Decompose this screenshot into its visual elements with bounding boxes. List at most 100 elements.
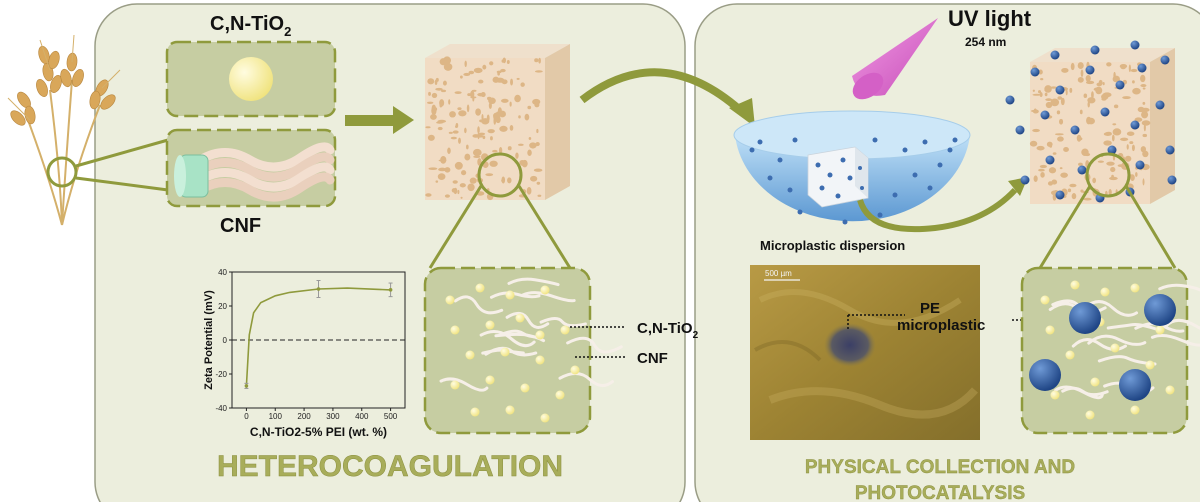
- foam-pore: [1097, 160, 1104, 163]
- foam-pore: [1129, 141, 1134, 145]
- foam-pore: [475, 108, 481, 116]
- foam-pore: [1050, 98, 1060, 107]
- microplastic-particle: [1100, 107, 1110, 117]
- cellulose-nanofiber: [1150, 334, 1200, 347]
- uv-light-label: UV light: [948, 6, 1032, 31]
- foam-pore: [428, 167, 438, 171]
- foam-pore: [537, 194, 542, 197]
- catalyst-nanoparticle: [1100, 287, 1110, 297]
- x-tick-label: 200: [297, 412, 311, 421]
- catalyst-nanoparticle: [470, 407, 480, 417]
- foam-cube: [425, 44, 570, 201]
- catalyst-nanoparticle: [1050, 390, 1060, 400]
- foam-pore: [477, 126, 480, 134]
- foam-pore: [452, 180, 458, 184]
- microplastic-particle: [1135, 160, 1145, 170]
- foam-pore: [1038, 69, 1043, 75]
- dispersed-microplastic: [777, 157, 783, 163]
- foam-pore: [535, 142, 540, 147]
- catalyst-nanoparticle: [570, 365, 580, 375]
- microplastic-particle: [1055, 85, 1065, 95]
- y-tick-label: -40: [215, 404, 227, 413]
- foam-pore: [458, 137, 461, 144]
- foam-pore: [526, 186, 532, 195]
- pe-label-line2: microplastic: [897, 317, 985, 334]
- dispersed-microplastic: [877, 212, 883, 218]
- foam-pore: [458, 110, 467, 117]
- catalyst-nanoparticle: [1065, 350, 1075, 360]
- foam-pore: [509, 101, 512, 107]
- foam-pore: [448, 99, 451, 105]
- dispersed-microplastic: [922, 139, 928, 145]
- foam-pore: [477, 92, 485, 97]
- foam-pore: [507, 146, 512, 151]
- foam-pore: [1131, 144, 1135, 152]
- foam-pore: [536, 128, 539, 134]
- foam-pore: [1087, 101, 1090, 108]
- foam-pore: [1142, 133, 1148, 138]
- microplastic-particle: [1107, 145, 1117, 155]
- wheat-icon: [7, 34, 121, 226]
- foam-pore: [478, 79, 484, 84]
- foam-pore: [473, 67, 483, 74]
- foam-pore: [1033, 175, 1038, 183]
- foam-pore: [1057, 96, 1063, 100]
- callout-cnf: CNF: [637, 350, 668, 367]
- foam-pore: [1109, 176, 1118, 181]
- catalyst-nanoparticle: [505, 290, 515, 300]
- microplastic-particle: [1165, 145, 1175, 155]
- foam-pore: [1032, 128, 1040, 133]
- foam-pore: [527, 105, 532, 110]
- microplastic-particle: [1050, 50, 1060, 60]
- heterocoagulation-title: HETEROCOAGULATION: [217, 450, 563, 483]
- captured-microplastic: [1119, 369, 1151, 401]
- foam-pore: [464, 153, 471, 161]
- data-point: [388, 288, 393, 292]
- cellulose-nanofiber: [439, 377, 489, 392]
- foam-pore: [1059, 118, 1064, 125]
- foam-pore: [482, 64, 487, 70]
- cellulose-nanofiber: [566, 336, 623, 354]
- foam-pore: [469, 177, 477, 184]
- foam-pore: [1048, 167, 1057, 174]
- collection-zoom-circle: [1085, 152, 1131, 198]
- cellulose-nanofiber: [521, 291, 576, 303]
- cellulose-nanofiber: [1158, 283, 1200, 292]
- foam-pore: [489, 160, 498, 167]
- foam-pore: [1038, 168, 1045, 172]
- foam-pore: [487, 129, 495, 134]
- foam-pore: [1047, 181, 1053, 186]
- foam-pore: [538, 57, 541, 64]
- foam-pore: [500, 68, 506, 73]
- foam-pore: [431, 92, 438, 99]
- foam-pore: [1039, 92, 1043, 98]
- foam-pore: [489, 136, 493, 141]
- foam-pore: [439, 99, 445, 107]
- foam-pore: [1102, 82, 1105, 86]
- foam-pore: [489, 61, 494, 66]
- foam-pore: [1126, 131, 1135, 136]
- dispersed-microplastic: [937, 162, 943, 168]
- y-tick-label: -20: [215, 370, 227, 379]
- x-tick-label: 300: [326, 412, 340, 421]
- foam-pore: [1061, 67, 1069, 73]
- foam-pore: [438, 167, 447, 172]
- catalyst-particle: [229, 57, 273, 101]
- foam-pore: [1105, 131, 1112, 136]
- dispersed-microplastic: [792, 137, 798, 143]
- microplastic-particle: [1015, 125, 1025, 135]
- foam-pore: [528, 136, 532, 140]
- captured-microplastic: [1069, 302, 1101, 334]
- catalyst-nanoparticle: [1085, 410, 1095, 420]
- foam-pore: [1119, 63, 1128, 69]
- foam-pore: [466, 144, 469, 150]
- foam-pore: [1060, 172, 1068, 178]
- microplastic-particle: [1160, 55, 1170, 65]
- foam-pore: [1038, 90, 1042, 94]
- catalyst-nanoparticle: [1165, 385, 1175, 395]
- foam-pore: [1102, 92, 1112, 98]
- uv-wavelength-label: 254 nm: [965, 35, 1006, 49]
- foam-pore: [1095, 86, 1103, 95]
- cellulose-nanofiber: [505, 311, 550, 329]
- foam-pore: [1071, 193, 1077, 200]
